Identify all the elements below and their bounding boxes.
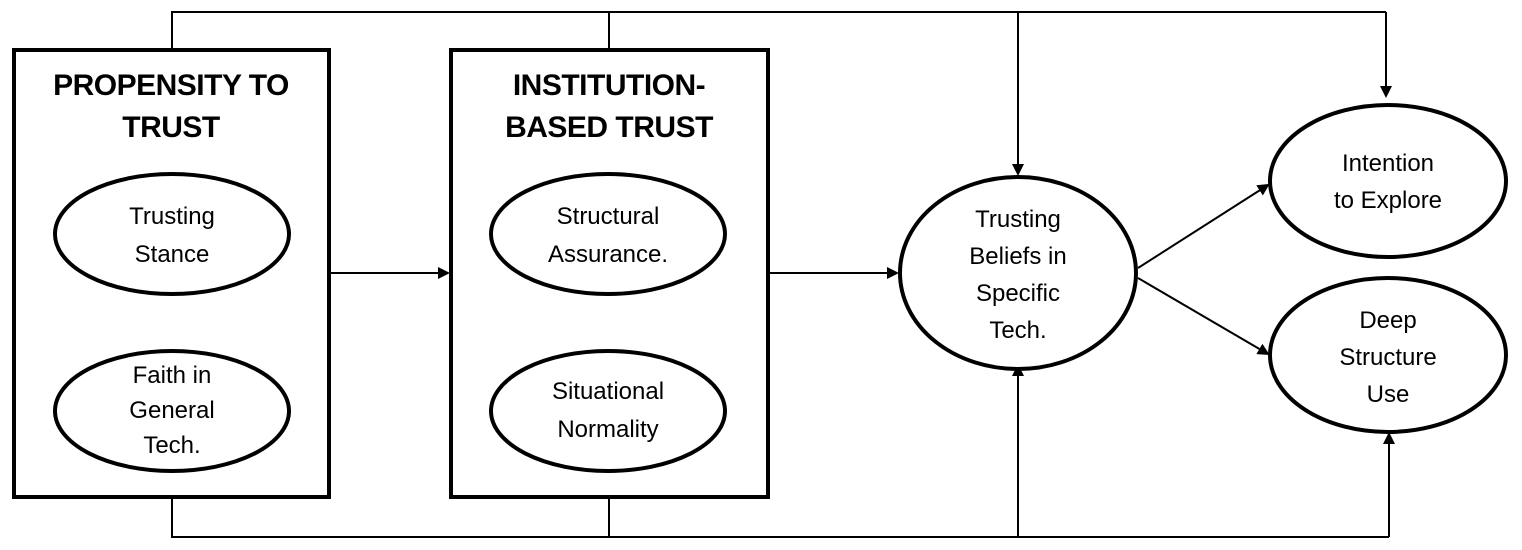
trusting-beliefs-line-1: Trusting — [975, 206, 1061, 233]
intention-explore-line-1: Intention — [1342, 150, 1434, 177]
structural-assurance-line-1: Structural — [557, 203, 660, 230]
trusting-beliefs-line-4: Tech. — [989, 317, 1046, 344]
propensity-title-line-2: TRUST — [122, 111, 220, 144]
situational-normality-node — [489, 349, 727, 473]
deep-structure-use-node — [1268, 276, 1508, 434]
bottom-feedback-line — [171, 497, 1389, 538]
deep-structure-use-line-1: Deep — [1359, 307, 1416, 334]
trusting-beliefs-line-3: Specific — [976, 280, 1060, 307]
faith-general-tech-line-2: General — [129, 397, 214, 424]
intention-explore-group: Intention to Explore — [1268, 103, 1508, 259]
institution-title-line-2: BASED TRUST — [505, 111, 713, 144]
propensity-title-line-1: PROPENSITY TO — [53, 69, 289, 102]
trusting-beliefs-group: Trusting Beliefs in Specific Tech. — [898, 175, 1138, 371]
deep-structure-use-line-3: Use — [1367, 381, 1410, 408]
trusting-stance-node — [53, 172, 291, 296]
deep-structure-use-line-2: Structure — [1339, 344, 1436, 371]
institution-title-line-1: INSTITUTION- — [513, 69, 705, 102]
institution-based-trust-group: INSTITUTION- BASED TRUST Structural Assu… — [449, 48, 770, 499]
propensity-to-trust-group: PROPENSITY TO TRUST Trusting Stance Fait… — [12, 48, 331, 499]
arrow-beliefs-to-deep-structure — [1137, 277, 1270, 356]
top-feedback-line — [171, 11, 1386, 50]
structural-assurance-node — [489, 172, 727, 296]
intention-explore-line-2: to Explore — [1334, 187, 1442, 214]
connector-lines — [171, 11, 1395, 538]
trusting-beliefs-line-2: Beliefs in — [969, 243, 1066, 270]
intention-explore-node — [1268, 103, 1508, 259]
deep-structure-use-group: Deep Structure Use — [1268, 276, 1508, 434]
situational-normality-line-1: Situational — [552, 378, 664, 405]
situational-normality-line-2: Normality — [557, 416, 658, 443]
trusting-stance-line-2: Stance — [135, 241, 210, 268]
structural-assurance-line-2: Assurance. — [548, 241, 668, 268]
faith-general-tech-line-3: Tech. — [143, 432, 200, 459]
faith-general-tech-node — [53, 349, 291, 473]
arrow-beliefs-to-intention — [1137, 183, 1270, 269]
trusting-beliefs-node — [898, 175, 1138, 371]
faith-general-tech-line-1: Faith in — [133, 362, 212, 389]
trusting-stance-line-1: Trusting — [129, 203, 215, 230]
